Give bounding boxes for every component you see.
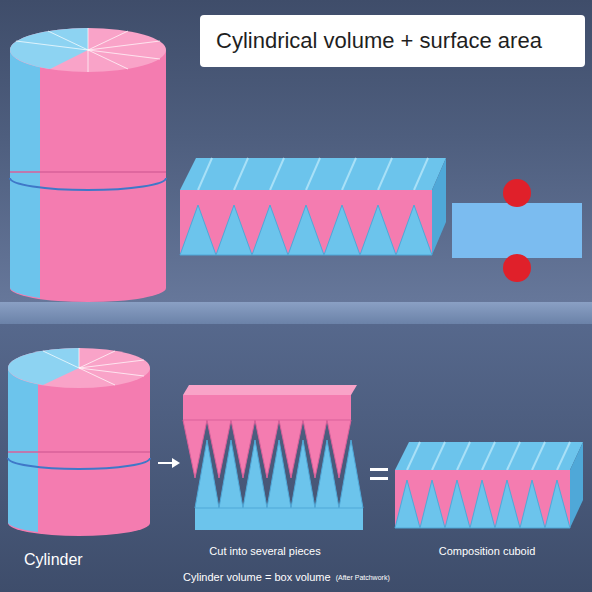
cylinder-top-blue	[8, 368, 79, 385]
sector-line	[88, 28, 89, 50]
caption-label: Cut into several pieces	[209, 545, 320, 558]
wedge	[180, 205, 216, 255]
cuboid-front-face	[395, 470, 570, 528]
pink-tooth	[327, 420, 351, 478]
ridge-line	[482, 442, 495, 470]
red-dot	[503, 254, 531, 282]
ridge-line	[234, 158, 248, 190]
sector-lines	[43, 348, 144, 385]
pink-teeth	[183, 420, 351, 478]
cylinder-seam	[8, 451, 150, 453]
divider-band	[0, 302, 592, 324]
sector-line	[88, 50, 160, 59]
pink-tooth	[207, 420, 231, 478]
cuboid-ridges	[198, 158, 428, 190]
rubber-band	[8, 458, 150, 469]
wedge	[470, 480, 495, 528]
cylinder-top-blue	[10, 28, 88, 50]
sector-line	[79, 368, 115, 385]
cuboid-side-face	[570, 442, 583, 528]
cylinder-top-blue	[10, 50, 88, 69]
ridge-line	[557, 442, 570, 470]
cuboid-top-face	[395, 442, 583, 470]
pink-piece-base	[183, 395, 351, 420]
cuboid-wedges	[395, 480, 570, 528]
sector-line	[43, 351, 79, 368]
cylinder-seam	[10, 171, 166, 173]
cylinder-blue-side	[10, 50, 40, 298]
sector-line	[16, 41, 88, 50]
wedge	[420, 480, 445, 528]
wedge	[545, 480, 570, 528]
cylinder-blue-side	[8, 368, 38, 532]
ridge-line	[507, 442, 520, 470]
small-note: (After Patchwork)	[336, 574, 390, 582]
cuboid-front-face	[180, 190, 432, 255]
pink-tooth	[183, 420, 207, 478]
ridge-line	[198, 158, 212, 190]
rubber-band	[10, 178, 166, 190]
cylinder-body	[8, 368, 150, 536]
caption-label: Cylinder	[24, 550, 83, 569]
caption-label: Composition cuboid	[439, 545, 536, 558]
equals-sign	[370, 477, 388, 480]
ridge-line	[378, 158, 392, 190]
cylinder-top	[8, 348, 150, 388]
cuboid-wedges	[180, 205, 432, 255]
pink-tooth	[279, 420, 303, 478]
ridge-line	[342, 158, 356, 190]
sector-lines	[16, 28, 160, 72]
wedge	[288, 205, 324, 255]
sector-line	[88, 50, 89, 72]
red-dot	[503, 179, 531, 207]
cylinder-top	[10, 28, 166, 72]
wedge	[396, 205, 432, 255]
wedge	[520, 480, 545, 528]
ridge-line	[457, 442, 470, 470]
sector-line	[79, 368, 144, 376]
ridge-line	[407, 442, 420, 470]
cylinder-body	[10, 50, 166, 302]
pink-piece-top	[183, 385, 357, 395]
ridge-line	[532, 442, 545, 470]
wedge	[252, 205, 288, 255]
wedge	[324, 205, 360, 255]
blue-piece-base	[195, 508, 363, 530]
cuboid-side-face	[432, 158, 446, 255]
wedge	[495, 480, 520, 528]
ridge-line	[414, 158, 428, 190]
sector-line	[88, 50, 128, 69]
pink-tooth	[255, 420, 279, 478]
cuboid-ridges	[407, 442, 570, 470]
cuboid-top-face	[180, 158, 446, 190]
wedge	[216, 205, 252, 255]
equals-sign	[370, 468, 388, 471]
sector-line	[79, 348, 80, 368]
ridge-line	[432, 442, 445, 470]
arrow-head	[172, 458, 180, 468]
caption-label: Cylinder volume = box volume	[183, 571, 331, 584]
sector-line	[88, 41, 160, 50]
pink-tooth	[231, 420, 255, 478]
wedge	[445, 480, 470, 528]
pink-tooth	[303, 420, 327, 478]
sector-line	[79, 360, 144, 368]
wedge	[395, 480, 420, 528]
wedge	[360, 205, 396, 255]
ridge-line	[306, 158, 320, 190]
top-background	[0, 0, 592, 302]
bottom-background	[0, 324, 592, 592]
ridge-line	[270, 158, 284, 190]
arrow-shaft	[158, 462, 174, 464]
title-box: Cylindrical volume + surface area	[200, 15, 585, 67]
unfolded-rectangle	[452, 203, 582, 258]
cylinder-top-blue	[8, 348, 79, 368]
